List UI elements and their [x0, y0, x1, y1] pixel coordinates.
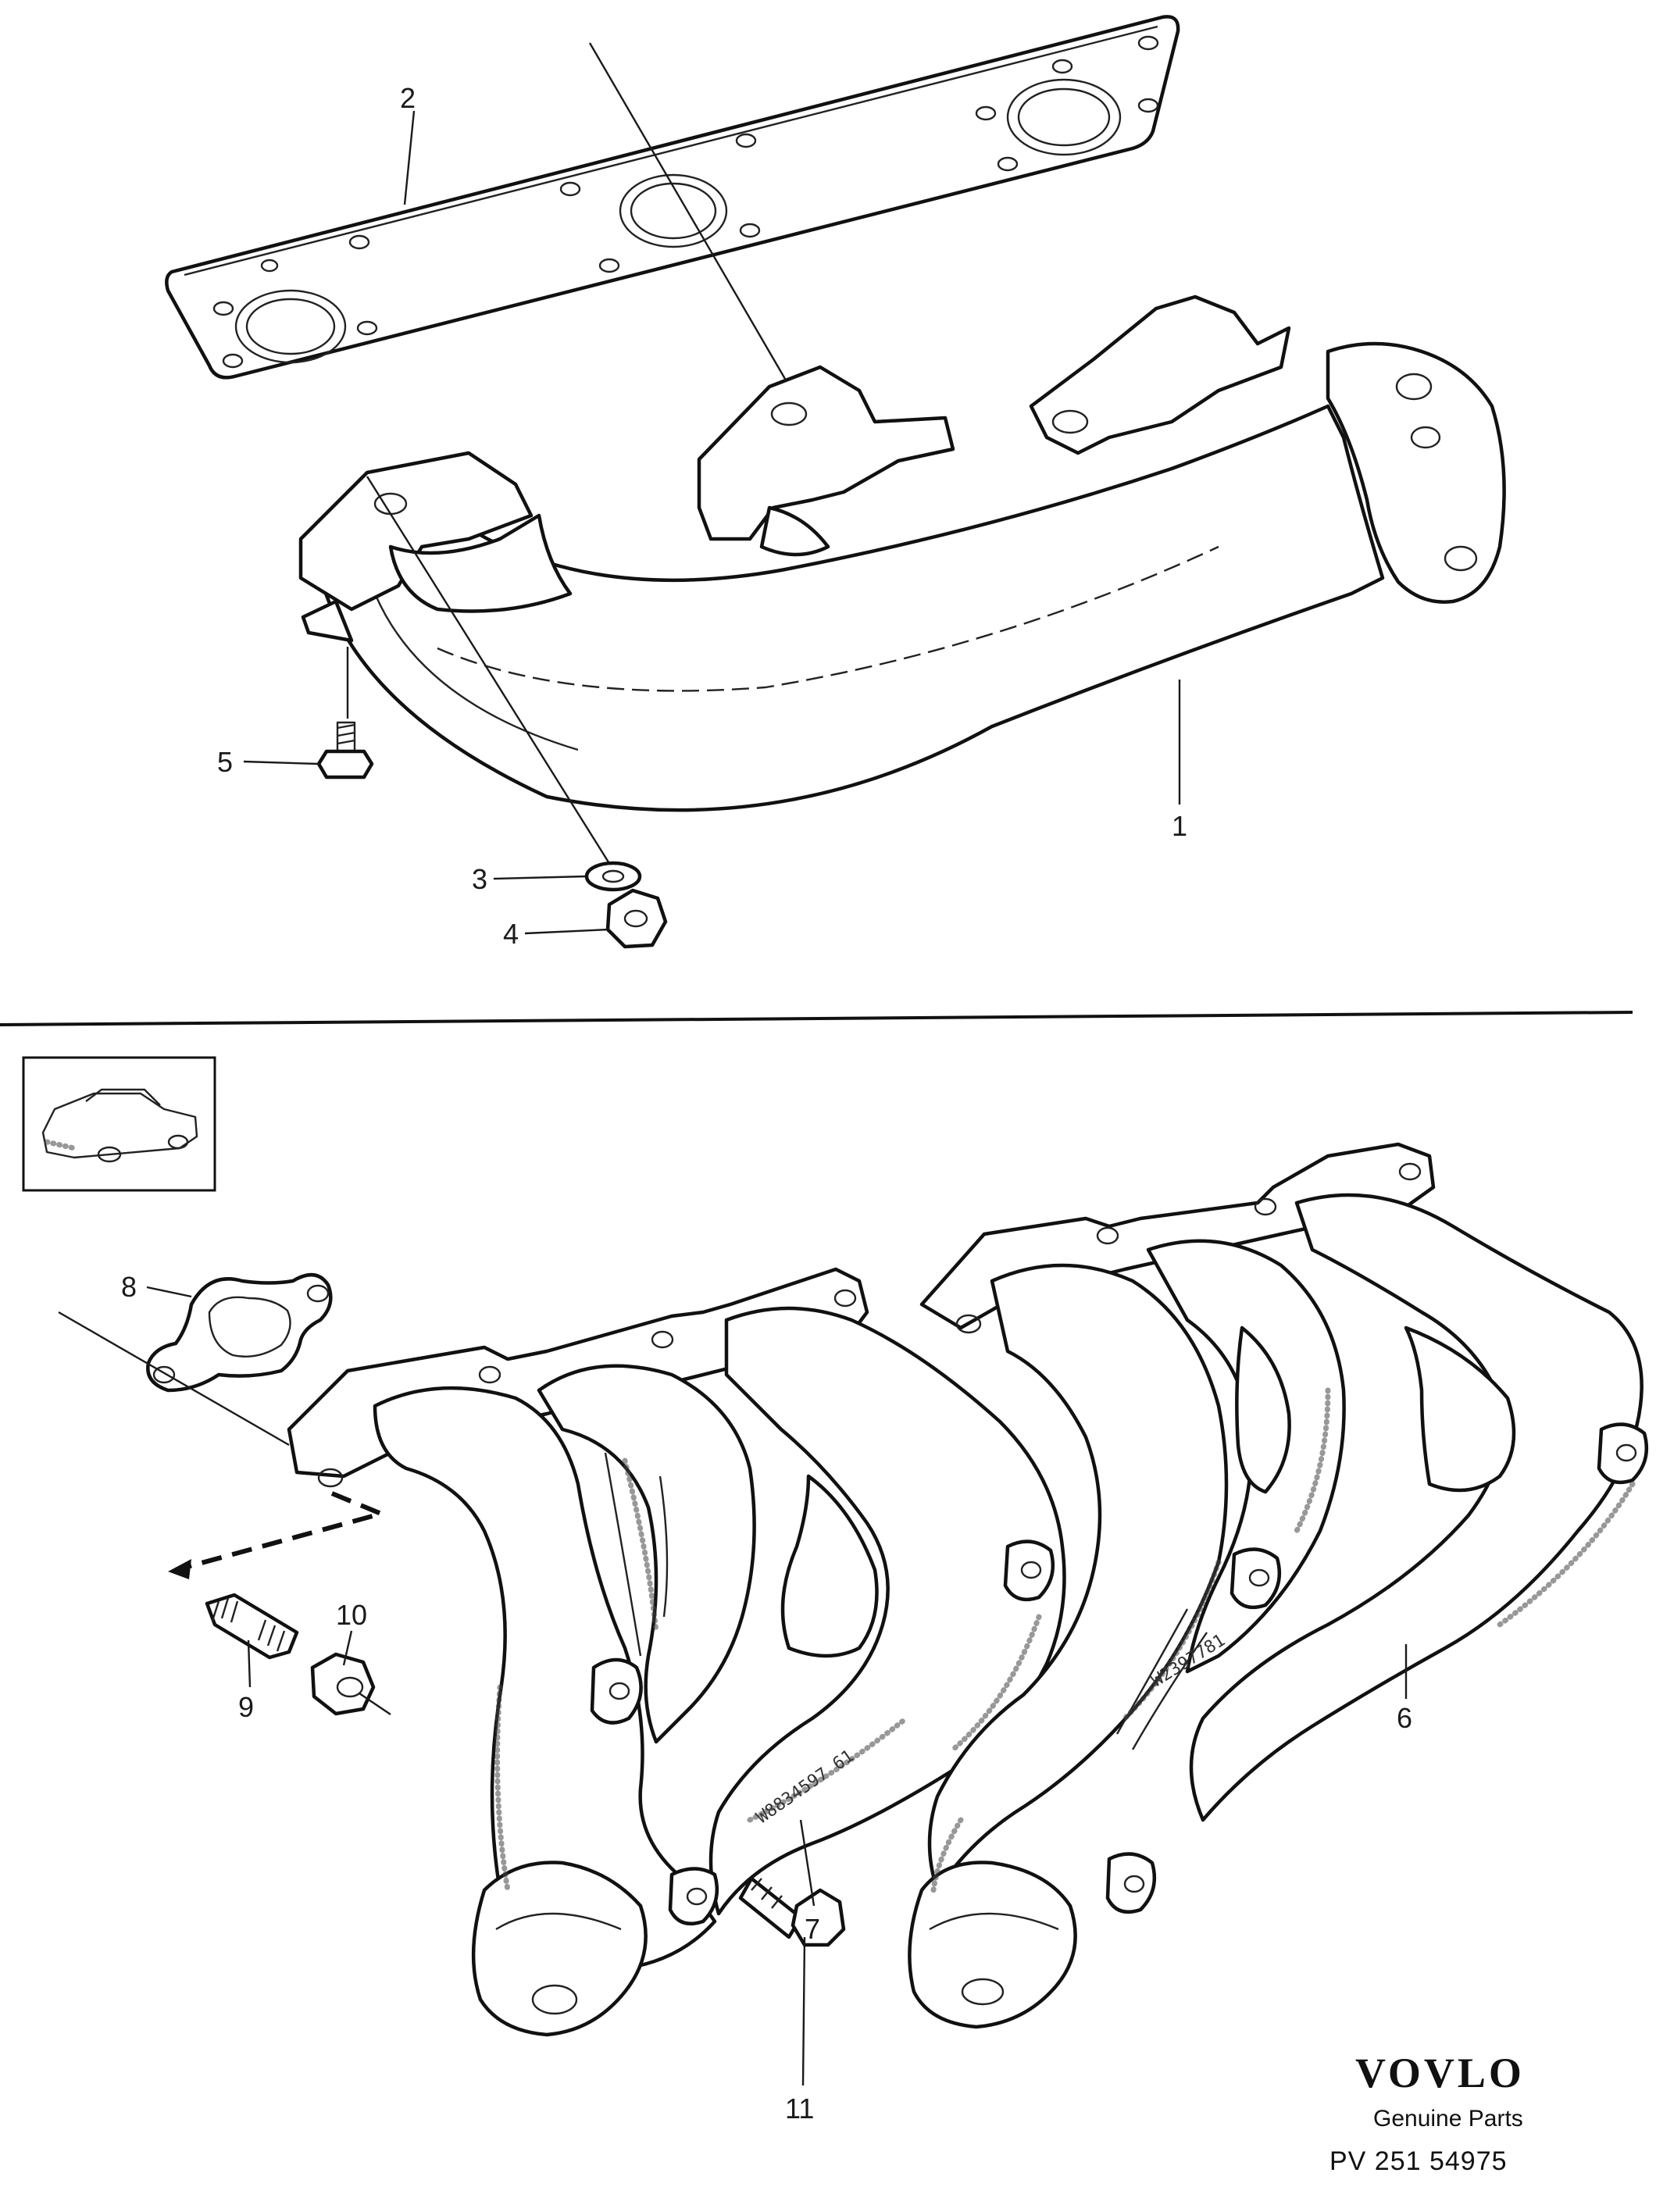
label-10: 10 [336, 1599, 367, 1631]
label-6: 6 [1397, 1702, 1412, 1734]
label-2: 2 [400, 82, 416, 114]
upper-manifold [298, 294, 1506, 872]
label-4: 4 [503, 918, 519, 950]
gasket-plate [165, 15, 1180, 380]
label-5: 5 [217, 746, 233, 778]
label-7: 7 [805, 1913, 820, 1945]
label-3: 3 [472, 863, 487, 895]
nut-part-4 [605, 888, 668, 949]
brand-block: VOVLO Genuine Parts PV 251 54975 [1329, 2050, 1525, 2176]
brand-name: VOVLO [1355, 2050, 1525, 2096]
washer-part-3 [584, 861, 642, 892]
direction-arrow [168, 1491, 389, 1579]
brand-subtitle: Genuine Parts [1373, 2106, 1523, 2132]
leader-stud-left [58, 1311, 290, 1447]
nut-part-10 [310, 1652, 391, 1716]
stud-part-9 [205, 1593, 299, 1660]
label-11: 11 [785, 2092, 814, 2125]
lower-labels: 8 10 9 7 6 11 [121, 1271, 1412, 2125]
part-number: PV 251 54975 [1329, 2146, 1508, 2176]
section-divider [0, 1011, 1633, 1026]
label-8: 8 [121, 1271, 137, 1303]
car-thumbnail [22, 1056, 216, 1192]
label-1: 1 [1172, 810, 1187, 842]
label-9: 9 [238, 1691, 254, 1723]
lower-manifold-left: W8834597 61 [287, 1267, 1066, 2037]
gasket-part-8 [146, 1273, 333, 1393]
bolt-part-11 [738, 1876, 846, 2086]
leader-stud [588, 42, 787, 380]
car-icon [41, 1088, 198, 1163]
lower-manifold-right: W2397781 [908, 1142, 1649, 2029]
upper-labels: 2 5 1 3 4 [217, 82, 1187, 950]
bolt-part-5 [316, 647, 374, 780]
